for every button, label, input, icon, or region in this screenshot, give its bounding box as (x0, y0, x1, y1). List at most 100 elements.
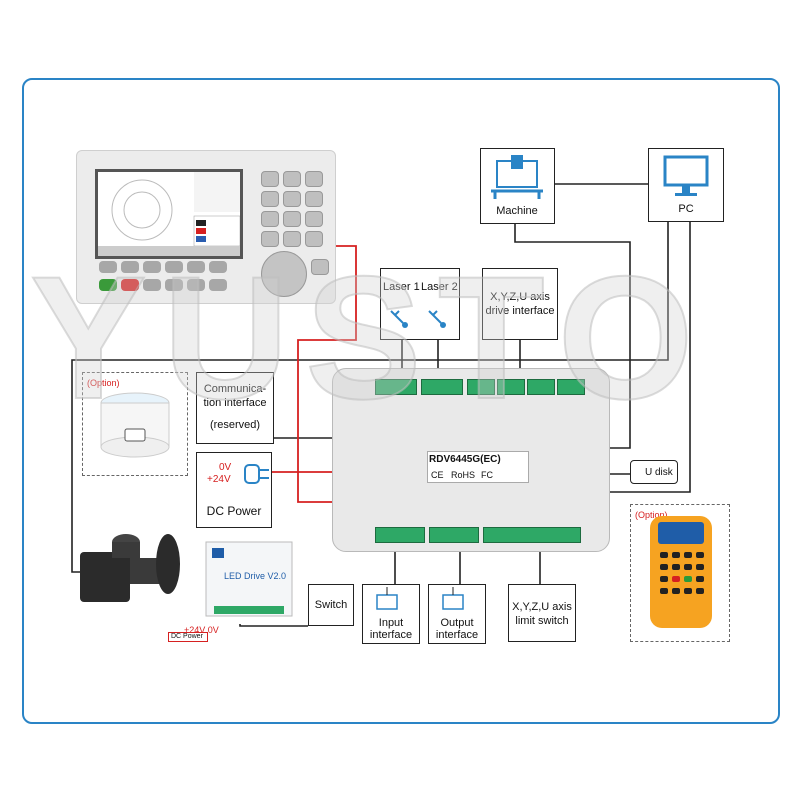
input-connector (375, 527, 425, 543)
option-tag: (Option) (87, 378, 120, 388)
panel-screen (95, 169, 243, 259)
limit-line2: limit switch (515, 615, 569, 627)
hh-key (660, 552, 668, 558)
num-key (261, 171, 279, 187)
laser2-connector (421, 379, 463, 395)
comm-line3: (reserved) (209, 419, 261, 431)
power-24v: +24V (207, 474, 231, 485)
fkey-10 (209, 279, 227, 291)
machine-box: Machine (480, 148, 555, 224)
board-label-plate (427, 451, 529, 483)
output-circuit-icon (442, 587, 464, 610)
fkey-9 (187, 279, 205, 291)
axis-drive-box: X,Y,Z,U axis drive interface (482, 268, 558, 340)
panel-red-wire (297, 245, 357, 503)
num-key (283, 211, 301, 227)
num-key (305, 171, 323, 187)
hh-key (672, 564, 680, 570)
fkey-7 (143, 279, 161, 291)
panel-screen-graphic (98, 172, 241, 256)
led-drive-illustration (205, 541, 293, 617)
laser1-label: Laser 1 (383, 281, 420, 293)
enter-key (311, 259, 329, 275)
hh-key (660, 588, 668, 594)
pc-rotary-wire (71, 222, 669, 573)
axis-connector (527, 379, 555, 395)
switch-box: Switch (308, 584, 354, 626)
limit-line1: X,Y,Z,U axis (512, 601, 572, 613)
direction-pad (261, 251, 307, 297)
handheld-illustration (650, 516, 712, 628)
fkey-2 (121, 261, 139, 273)
axis-connector (557, 379, 585, 395)
udisk-box: U disk (630, 460, 678, 484)
udisk-label: U disk (645, 467, 673, 478)
axis-drive-line2: drive interface (485, 305, 555, 317)
dc-power-box: 0V +24V DC Power (196, 452, 272, 528)
axis-connector (497, 379, 525, 395)
comm-line2: tion interface (203, 397, 267, 409)
num-key (261, 231, 279, 247)
limit-connector (483, 527, 581, 543)
router-illustration (100, 392, 170, 458)
hh-key (660, 576, 668, 582)
led-drive-power-label: DC Power (171, 633, 203, 640)
led-drive-power-box: DC Power (168, 632, 208, 642)
fkey-5 (187, 261, 205, 273)
lasers-box: Laser 1 Laser 2 (380, 268, 460, 340)
output-interface-box: Output interface (428, 584, 486, 644)
monitor-icon (663, 155, 709, 196)
output-connector (429, 527, 479, 543)
machine-icon (491, 155, 543, 199)
hh-key (684, 576, 692, 582)
hh-key (684, 564, 692, 570)
hh-key (684, 588, 692, 594)
laser2-label: Laser 2 (421, 281, 458, 293)
laser1-connector (375, 379, 417, 395)
num-key (305, 231, 323, 247)
handheld-screen (658, 522, 704, 544)
wireless-router-option: (Option) (82, 372, 188, 476)
fkey-4 (165, 261, 183, 273)
axis-drive-line1: X,Y,Z,U axis (490, 291, 550, 303)
num-key (261, 191, 279, 207)
led-drive-title: LED Drive V2.0 (224, 571, 287, 581)
hh-key (696, 588, 704, 594)
comm-line1: Communica- (203, 383, 267, 395)
input-circuit-icon (376, 587, 398, 610)
input-interface-box: Input interface (362, 584, 420, 644)
switch-label: Switch (314, 599, 348, 611)
limit-switch-box: X,Y,Z,U axis limit switch (508, 584, 576, 642)
machine-label: Machine (496, 205, 538, 217)
rotary-device-illustration (80, 534, 180, 602)
output-line2: interface (435, 629, 479, 641)
fkey-3 (143, 261, 161, 273)
stop-key (121, 279, 139, 291)
fkey-8 (165, 279, 183, 291)
hh-key (672, 576, 680, 582)
pc-label: PC (678, 203, 694, 215)
led-drive-power-voltage: +24V 0V (184, 625, 219, 635)
dc-power-label: DC Power (206, 504, 262, 518)
board-model: RDV6445G(EC) (429, 454, 501, 465)
hh-key (696, 576, 704, 582)
hh-key (696, 564, 704, 570)
controller-board: RDV6445G(EC) CE RoHS FC (332, 368, 610, 552)
hh-key (660, 564, 668, 570)
num-key (261, 211, 279, 227)
machine-wire (514, 224, 631, 449)
start-key (99, 279, 117, 291)
num-key (283, 191, 301, 207)
input-line2: interface (369, 629, 413, 641)
control-panel-illustration (76, 150, 336, 304)
input-line1: Input (378, 617, 404, 629)
hh-key (672, 552, 680, 558)
output-line1: Output (440, 617, 474, 629)
axis-connector (467, 379, 495, 395)
pc-box: PC (648, 148, 724, 222)
power-0v: 0V (219, 462, 232, 473)
num-key (305, 191, 323, 207)
hh-key (696, 552, 704, 558)
fc-mark: FC (481, 470, 493, 480)
comm-interface-box: Communica- tion interface (reserved) (196, 372, 274, 444)
